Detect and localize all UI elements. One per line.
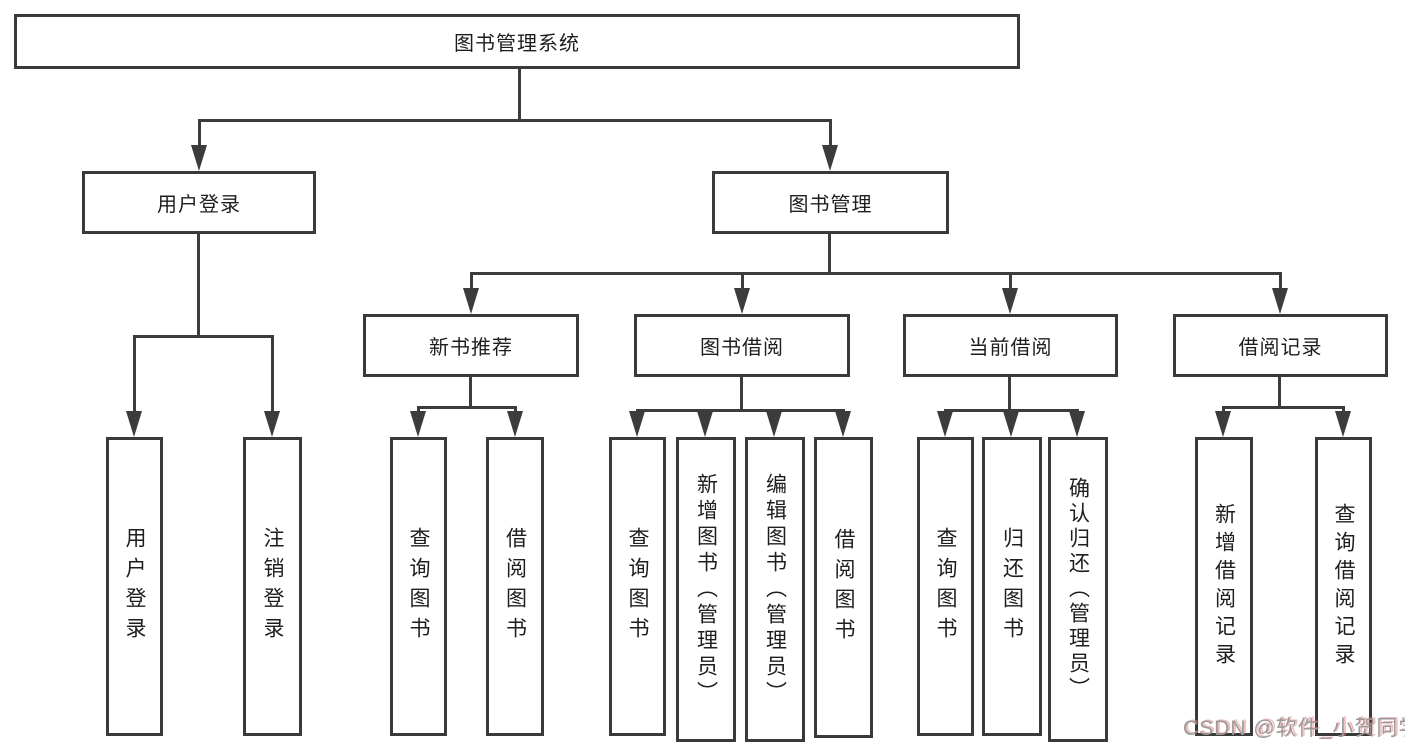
arrowhead-borrow-record	[1272, 288, 1288, 314]
arrowhead-current-borrow	[1002, 288, 1018, 314]
leaf-cb-return-book: 归还图书	[982, 437, 1042, 736]
arrowhead-cb-query	[937, 411, 953, 437]
node-book-borrow: 图书借阅	[634, 314, 850, 377]
connector-user-login-vertical	[197, 234, 200, 338]
leaf-logout: 注销登录	[243, 437, 302, 736]
leaf-nbr-query-book: 查询图书	[390, 437, 447, 736]
arrowhead-br-add	[1215, 411, 1231, 437]
leaf-nbr-borrow-book-label: 借阅图书	[503, 526, 527, 647]
connector-bb-vertical	[740, 377, 743, 412]
connector-stem-book-management	[829, 119, 832, 150]
node-current-borrow-label: 当前借阅	[968, 337, 1053, 359]
leaf-br-add-record: 新增借阅记录	[1195, 437, 1253, 736]
leaf-logout-label: 注销登录	[261, 526, 284, 647]
arrowhead-book-borrow	[734, 288, 750, 314]
arrowhead-nbr-borrow	[507, 411, 523, 437]
connector-book-mgmt-vertical	[828, 234, 831, 275]
connector-nbr-vertical	[469, 377, 472, 409]
node-book-management-label: 图书管理	[788, 194, 873, 216]
connector-stem-book-borrow	[741, 272, 744, 292]
connector-level1-horizontal	[198, 119, 832, 122]
arrowhead-bb-edit	[766, 411, 782, 437]
arrowhead-login	[126, 411, 142, 437]
leaf-user-login: 用户登录	[106, 437, 163, 736]
arrowhead-bb-add	[697, 411, 713, 437]
leaf-cb-confirm-return-admin-label: 确认归还（管理员）	[1066, 477, 1090, 702]
arrowhead-user-login	[191, 145, 207, 171]
arrowhead-nbr-query	[410, 411, 426, 437]
leaf-bb-borrow-book-label: 借阅图书	[832, 527, 855, 648]
leaf-cb-query-book: 查询图书	[917, 437, 974, 736]
connector-br-vertical	[1278, 377, 1281, 409]
connector-stem-new-book-recommend	[470, 272, 473, 292]
leaf-bb-edit-book-admin: 编辑图书（管理员）	[745, 437, 805, 742]
arrowhead-bb-borrow	[835, 411, 851, 437]
arrowhead-br-query	[1335, 411, 1351, 437]
connector-cb-vertical	[1008, 377, 1011, 412]
node-new-book-recommend-label: 新书推荐	[429, 337, 513, 359]
leaf-bb-query-book-label: 查询图书	[626, 526, 649, 647]
leaf-bb-query-book: 查询图书	[609, 437, 666, 736]
connector-stem-current-borrow	[1009, 272, 1012, 292]
connector-stem-user-login	[198, 119, 201, 150]
arrowhead-cb-confirm	[1069, 411, 1085, 437]
node-borrow-record: 借阅记录	[1173, 314, 1388, 377]
node-book-borrow-label: 图书借阅	[700, 337, 784, 359]
arrowhead-logout	[264, 411, 280, 437]
leaf-nbr-query-book-label: 查询图书	[407, 526, 430, 647]
leaf-br-add-record-label: 新增借阅记录	[1212, 502, 1236, 671]
connector-stem-login	[133, 335, 136, 415]
connector-user-login-horizontal	[133, 335, 274, 338]
leaf-cb-query-book-label: 查询图书	[934, 526, 957, 647]
connector-level2-horizontal	[470, 272, 1282, 275]
node-user-login: 用户登录	[82, 171, 316, 234]
leaf-bb-edit-book-admin-label: 编辑图书（管理员）	[763, 472, 787, 707]
leaf-user-login-label: 用户登录	[123, 526, 146, 647]
connector-stem-logout	[271, 335, 274, 415]
arrowhead-bb-query	[629, 411, 645, 437]
node-borrow-record-label: 借阅记录	[1238, 337, 1323, 359]
connector-stem-borrow-record	[1279, 272, 1282, 292]
connector-br-horizontal	[1222, 406, 1345, 409]
node-current-borrow: 当前借阅	[903, 314, 1118, 377]
leaf-cb-return-book-label: 归还图书	[1000, 526, 1024, 647]
connector-nbr-horizontal	[417, 406, 517, 409]
leaf-cb-confirm-return-admin: 确认归还（管理员）	[1048, 437, 1108, 742]
node-root: 图书管理系统	[14, 14, 1020, 69]
leaf-bb-add-book-admin: 新增图书（管理员）	[676, 437, 736, 742]
leaf-br-query-record: 查询借阅记录	[1315, 437, 1372, 736]
connector-root-vertical	[518, 68, 521, 122]
leaf-nbr-borrow-book: 借阅图书	[486, 437, 544, 736]
node-user-login-label: 用户登录	[157, 194, 241, 216]
node-root-label: 图书管理系统	[454, 33, 580, 55]
leaf-br-query-record-label: 查询借阅记录	[1332, 502, 1355, 671]
arrowhead-cb-return	[1003, 411, 1019, 437]
arrowhead-book-management	[822, 145, 838, 171]
arrowhead-new-book-recommend	[463, 288, 479, 314]
leaf-bb-add-book-admin-label: 新增图书（管理员）	[694, 472, 718, 707]
leaf-bb-borrow-book: 借阅图书	[814, 437, 873, 738]
node-new-book-recommend: 新书推荐	[363, 314, 579, 377]
connector-bb-horizontal	[636, 409, 845, 412]
node-book-management: 图书管理	[712, 171, 949, 234]
watermark: CSDN @软件_小贺同学	[1183, 717, 1405, 740]
